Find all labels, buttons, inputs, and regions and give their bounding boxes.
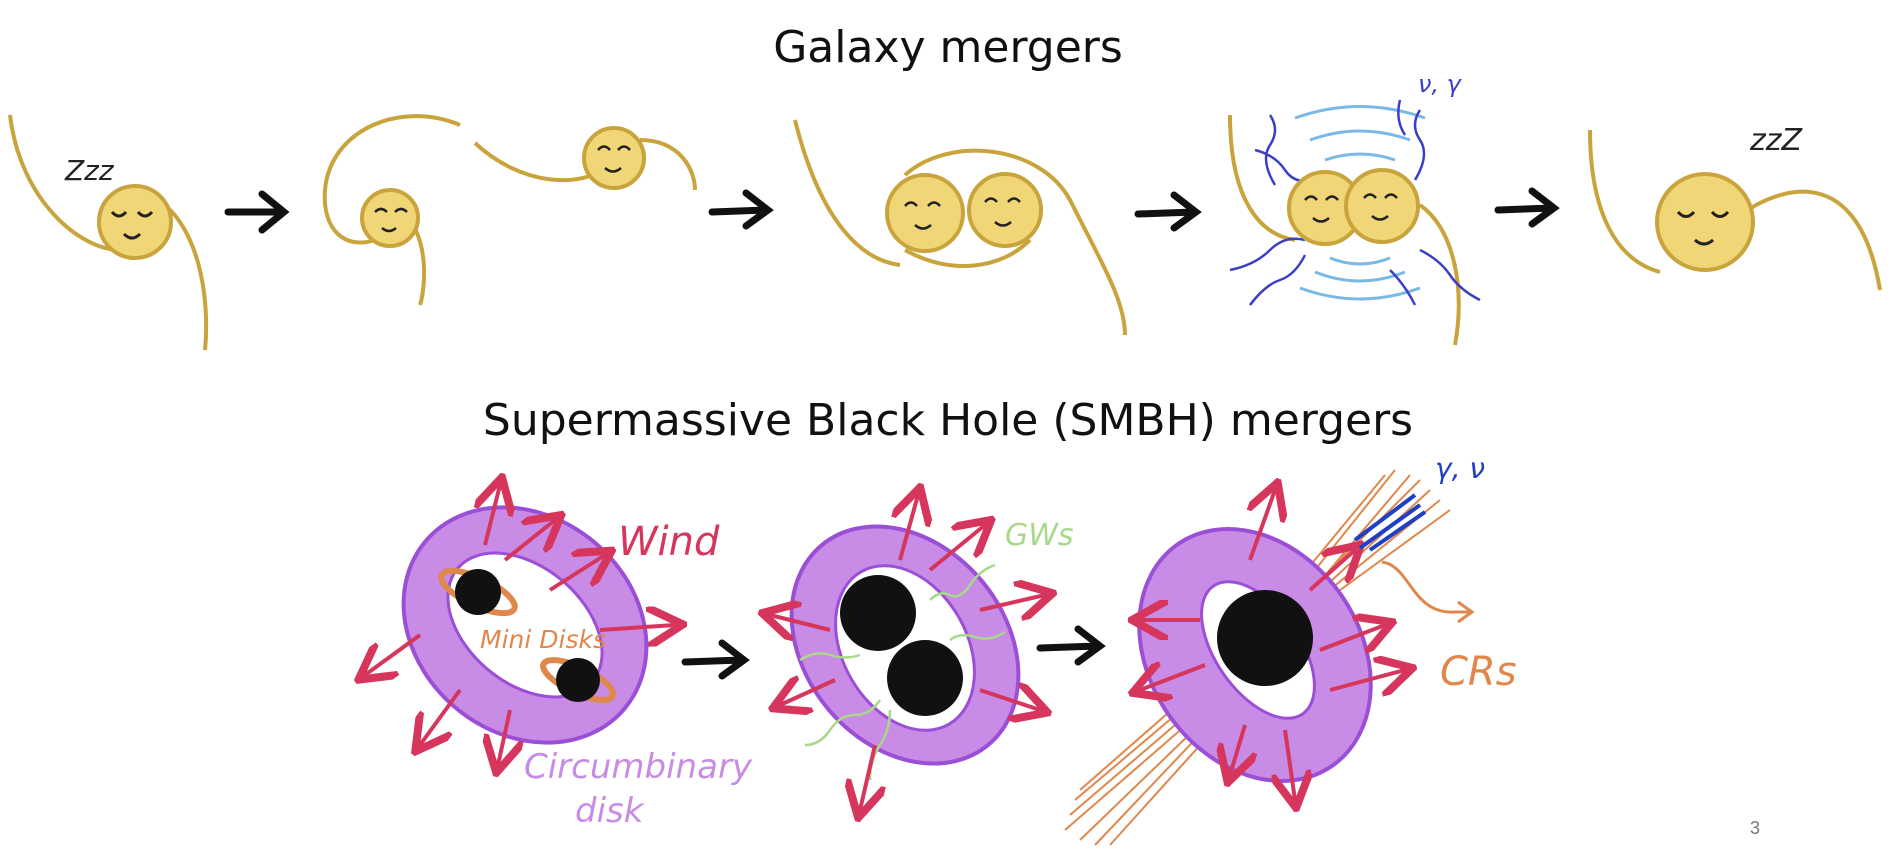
title-galaxy-mergers: Galaxy mergers: [773, 22, 1123, 73]
emission-squiggle-icon: [1254, 99, 1426, 186]
wind-arrows: [1140, 490, 1405, 800]
galaxy-face: [360, 188, 420, 248]
galaxy-face: [1655, 172, 1755, 272]
galaxy-stage-4: ν, γ: [1228, 70, 1481, 346]
arrow-right-icon: [708, 189, 774, 230]
mini-disks-label: Mini Disks: [480, 625, 606, 654]
page-number: 3: [1749, 818, 1760, 838]
galaxy-stage-1: Zzz: [8, 114, 209, 351]
arrow-right-icon: [1036, 625, 1106, 666]
zzz-label: zzZ: [1749, 123, 1803, 158]
black-hole: [887, 640, 963, 716]
circumbinary-label: Circumbinary: [524, 747, 753, 787]
gws-label: GWs: [1005, 518, 1074, 553]
neutrino-gamma-label: ν, γ: [1418, 70, 1463, 98]
black-hole: [1217, 590, 1313, 686]
black-hole: [840, 575, 916, 651]
galaxy-stage-5: zzZ: [1588, 123, 1882, 291]
galaxy-face: [582, 126, 646, 190]
smbh-stage-binary: Wind Mini Disks Circumbinary disk: [356, 459, 753, 831]
wind-label: Wind: [618, 519, 720, 565]
arrow-right-icon: [1134, 191, 1202, 232]
wind-arrows: [365, 485, 675, 765]
arrow-right-icon: [224, 190, 290, 234]
cr-arrow-icon: [1381, 560, 1475, 624]
arrow-right-icon: [1494, 187, 1560, 228]
galaxy-stage-2: [322, 114, 697, 306]
smbh-stage-inspiral: GWs: [745, 481, 1074, 810]
wind-arrows: [770, 495, 1045, 810]
gw-ripple-icon: [1294, 105, 1426, 162]
galaxy-face: [1344, 168, 1420, 244]
crs-label: CRs: [1440, 649, 1517, 695]
galaxy-stage-3: [793, 119, 1127, 336]
title-smbh-mergers: Supermassive Black Hole (SMBH) mergers: [482, 395, 1414, 446]
black-hole: [455, 569, 501, 615]
neutrino-streaks: [1353, 493, 1427, 552]
gamma-neutrino-label: γ, ν: [1435, 452, 1485, 485]
galaxy-face: [97, 184, 173, 260]
galaxy-face: [885, 173, 965, 253]
arrow-right-icon: [681, 639, 750, 680]
emission-squiggle-icon: [1229, 237, 1481, 306]
zzz-label: Zzz: [64, 154, 115, 187]
gw-ripple-icon: [1299, 256, 1421, 301]
black-hole: [556, 658, 600, 702]
disk-label: disk: [575, 791, 645, 831]
galaxy-face: [967, 172, 1043, 248]
smbh-stage-merged: γ, ν CRs: [1064, 452, 1517, 846]
